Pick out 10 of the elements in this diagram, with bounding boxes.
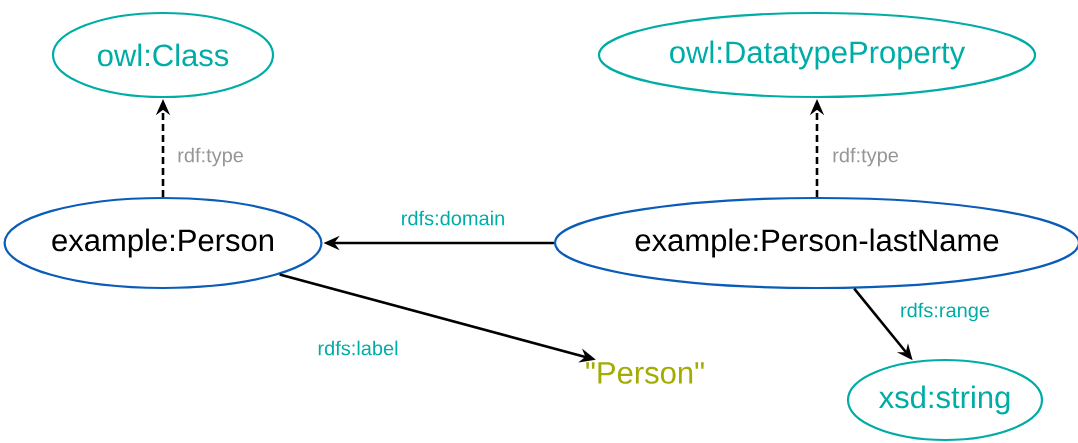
edge-label: rdfs:label [315,338,401,358]
edge-label: rdfs:range [898,300,993,324]
ellipse-node: xsd:string [846,358,1044,442]
literal-text: "Person" [586,362,704,384]
ellipse-node: owl:DatatypeProperty [597,11,1037,99]
ellipse-node: example:Person [3,196,323,290]
ellipse-node: owl:Class [51,11,275,99]
edge-label: rdf:type [175,145,246,169]
edge-label: rdfs:domain [398,208,508,228]
edge-label: rdf:type [830,145,901,169]
